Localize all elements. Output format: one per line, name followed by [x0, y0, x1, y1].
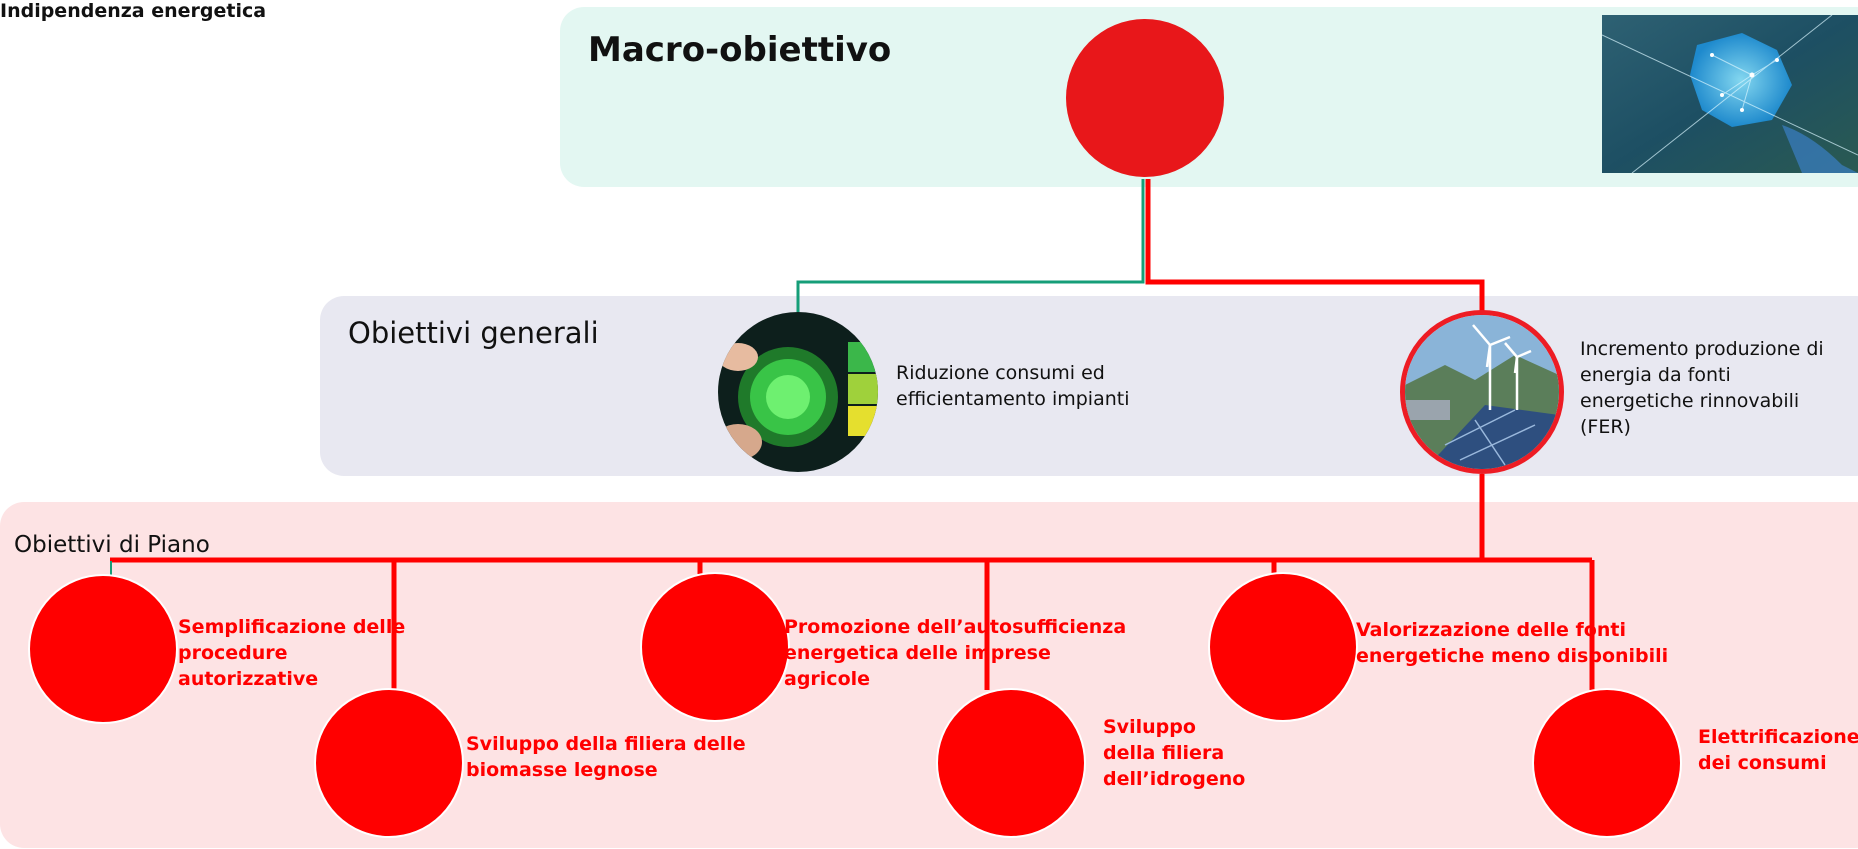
general-objective-efficiency-label: Riduzione consumi ed efficientamento imp… — [896, 362, 1130, 410]
plan-objective-circle-biomasse — [314, 688, 464, 838]
plan-objective-circle-semplificazione — [28, 574, 178, 724]
macro-title: Macro-obiettivo — [588, 30, 892, 70]
plan-objective-promozione-label: Promozione dell’autosufficienza energeti… — [784, 616, 1127, 690]
renewables-image — [1400, 310, 1564, 474]
plan-title: Obiettivi di Piano — [14, 532, 210, 558]
energy-network-image — [1602, 15, 1858, 173]
connector-macro-to-efficiency — [796, 179, 1145, 312]
efficiency-image — [718, 312, 878, 472]
macro-label: Indipendenza energetica — [0, 0, 267, 22]
plan-objective-circle-valorizzazione — [1208, 572, 1358, 722]
plan-objective-valorizzazione-label: Valorizzazione delle fonti energetiche m… — [1356, 619, 1669, 667]
plan-objective-circle-promozione — [640, 572, 790, 722]
general-objective-renewables-label: Incremento produzione di energia da font… — [1580, 338, 1824, 438]
macro-circle — [1066, 19, 1224, 177]
plan-objective-elettrificazione-label: Elettrificazione dei consumi — [1698, 726, 1858, 774]
plan-objective-biomasse-label: Sviluppo della filiera delle biomasse le… — [466, 733, 746, 781]
general-objectives-panel — [320, 296, 1858, 476]
plan-objective-circle-elettrificazione — [1532, 688, 1682, 838]
plan-objective-circle-idrogeno — [936, 688, 1086, 838]
plan-objective-idrogeno-label: Sviluppo della filiera dell’idrogeno — [1103, 716, 1246, 790]
general-title: Obiettivi generali — [348, 316, 599, 350]
plan-objective-semplificazione-label: Semplificazione delle procedure autorizz… — [178, 616, 406, 690]
connector-macro-to-renewables — [1145, 179, 1485, 312]
